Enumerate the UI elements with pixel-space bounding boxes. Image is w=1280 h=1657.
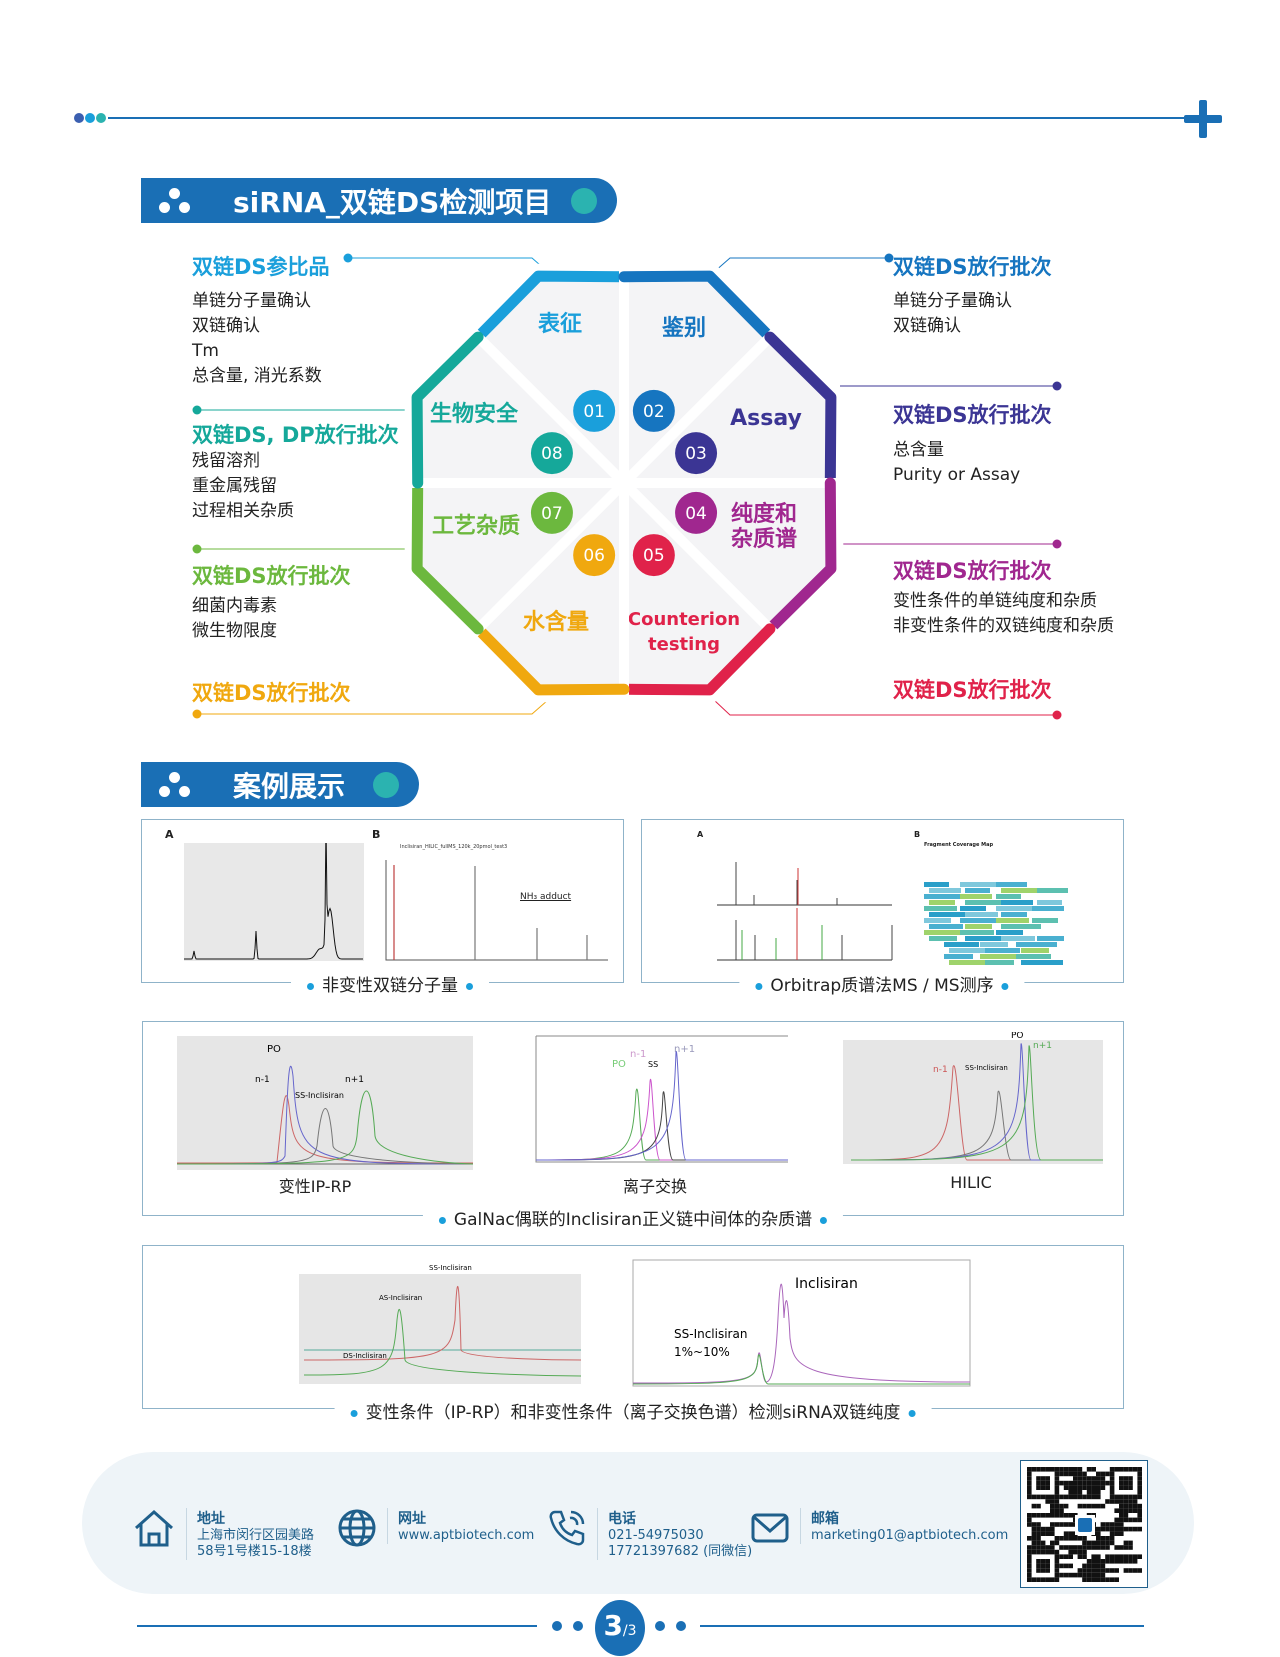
chromatogram-denaturing: SS-Inclisiran AS-Inclisiran DS-Inclisira…	[299, 1260, 581, 1390]
page-current: 3	[603, 1609, 623, 1642]
caption-impurity-profile: GalNac偶联的Inclisiran正义链中间体的杂质谱	[422, 1205, 844, 1230]
segment-label: 水含量	[523, 609, 589, 635]
peak-label: n+1	[1033, 1041, 1052, 1051]
segment-label: 杂质谱	[731, 526, 797, 552]
segment-label: testing	[648, 634, 720, 655]
case-box-molecular-weight: A B Inclisiran_HILIC_fullMS_120k_20pmol_…	[141, 819, 624, 983]
qr-code[interactable]	[1020, 1460, 1148, 1588]
subcaption: 变性IP-RP	[278, 1177, 352, 1196]
nh3-adduct-label: NH₃ adduct	[519, 892, 573, 902]
number-badge	[530, 432, 573, 475]
peak-label: 1%~10%	[674, 1345, 730, 1359]
segment-label: 表征	[538, 311, 582, 337]
badge-number: 04	[685, 504, 707, 524]
badge-number: 07	[541, 504, 563, 524]
mail-icon	[751, 1513, 789, 1543]
segment-08: 08 生物安全	[404, 326, 629, 489]
segment-label: 鉴别	[661, 316, 706, 341]
section-title: siRNA_双链DS检测项目	[233, 185, 552, 219]
peak-label: SS-Inclisiran	[295, 1091, 344, 1100]
caption-molecular-weight: 非变性双链分子量	[291, 971, 489, 996]
segment-03: 03 Assay	[619, 326, 844, 489]
badge-number: 02	[643, 402, 665, 422]
peak-label: PO	[267, 1044, 281, 1055]
case-box-orbitrap: A B Fragment Coverage Map	[641, 819, 1124, 983]
fragment-coverage-map	[924, 882, 1069, 980]
chromatogram-ip-rp: PO n-1 SS-Inclisiran n+1	[177, 1036, 473, 1170]
page-total: /3	[622, 1623, 637, 1639]
chromatogram-hilic: n-1 SS-Inclisiran PO n+1	[843, 1032, 1105, 1170]
section-header-cases: 案例展示	[141, 762, 419, 807]
badge-number: 08	[541, 444, 563, 464]
peak-label: SS-Inclisiran	[674, 1327, 747, 1341]
peak-label: SS	[648, 1060, 658, 1069]
badge-number: 01	[583, 402, 605, 422]
peak-label: n-1	[630, 1049, 646, 1060]
segment-label: Counterion	[628, 609, 740, 630]
left-group-4: 双链DS放行批次	[192, 681, 351, 705]
peak-label: SS-Inclisiran	[429, 1264, 472, 1272]
dots-icon	[157, 186, 197, 216]
segment-07: 07 工艺杂质	[404, 477, 629, 640]
number-badge	[632, 534, 675, 577]
segment-label: 生物安全	[430, 401, 519, 427]
number-badge	[573, 534, 616, 577]
peak-label: DS-Inclisiran	[343, 1352, 387, 1360]
home-icon	[135, 1509, 173, 1547]
number-badge	[573, 389, 616, 432]
msms-spectrum	[712, 850, 902, 968]
segment-label: 纯度和	[731, 501, 797, 527]
plus-icon	[1184, 100, 1222, 138]
caption-orbitrap: Orbitrap质谱法MS / MS测序	[739, 971, 1025, 996]
email-link[interactable]: marketing01@aptbiotech.com	[811, 1528, 1009, 1543]
section-header-tests: siRNA_双链DS检测项目	[141, 178, 617, 223]
segment-label: Assay	[730, 406, 802, 431]
peak-label: n+1	[674, 1044, 695, 1055]
chromatogram-ion-exchange: PO n-1 SS n+1	[528, 1032, 790, 1170]
section-title: 案例展示	[233, 769, 346, 803]
number-badge	[675, 491, 718, 534]
badge-number: 03	[685, 444, 707, 464]
peak-label: PO	[1011, 1032, 1024, 1041]
dots-icon	[157, 770, 197, 800]
number-badge	[675, 432, 718, 475]
number-badge	[530, 491, 573, 534]
peak-label: n-1	[933, 1065, 948, 1075]
peak-label: PO	[612, 1059, 626, 1070]
ms-spectrum-b	[380, 860, 610, 968]
chromatogram-ion-exchange-duplex: Inclisiran SS-Inclisiran 1%~10%	[628, 1258, 973, 1392]
globe-icon	[338, 1509, 376, 1547]
peak-label: AS-Inclisiran	[379, 1294, 422, 1302]
number-badge	[632, 389, 675, 432]
subcaption: HILIC	[950, 1173, 992, 1192]
case-box-duplex-purity: SS-Inclisiran AS-Inclisiran DS-Inclisira…	[142, 1245, 1124, 1409]
peak-label: n-1	[255, 1075, 270, 1085]
segment-label: 工艺杂质	[432, 513, 520, 539]
peak-label: Inclisiran	[795, 1276, 858, 1292]
website-link[interactable]: www.aptbiotech.com	[398, 1528, 535, 1543]
phone-icon	[549, 1510, 585, 1546]
ms-spectrum-a	[184, 843, 364, 965]
badge-number: 05	[643, 546, 665, 566]
badge-number: 06	[583, 546, 605, 566]
case-box-impurity-profile: PO n-1 SS-Inclisiran n+1 PO n-1 SS n+1 n…	[142, 1021, 1124, 1216]
caption-duplex-purity: 变性条件（IP-RP）和非变性条件（离子交换色谱）检测siRNA双链纯度	[334, 1398, 932, 1423]
subcaption: 离子交换	[622, 1177, 688, 1196]
right-group-4: 双链DS放行批次	[893, 678, 1052, 702]
peak-label: SS-Inclisiran	[965, 1064, 1008, 1072]
peak-label: n+1	[345, 1075, 364, 1085]
